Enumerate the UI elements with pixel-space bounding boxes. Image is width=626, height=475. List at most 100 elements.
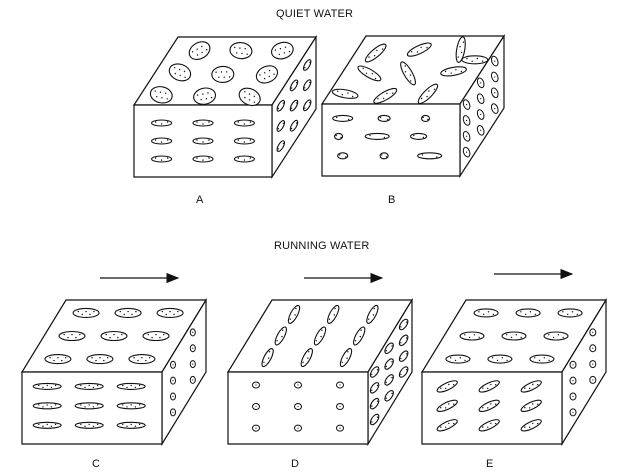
block-a-label: A (196, 194, 204, 206)
grain-side (590, 329, 596, 336)
grain-front (295, 425, 302, 431)
grain-side (171, 377, 176, 384)
grain-side (476, 125, 485, 136)
grain-top (460, 332, 484, 340)
grain-side (462, 99, 471, 110)
grain-top (149, 85, 174, 105)
grain-top (351, 326, 367, 347)
grain-front (117, 422, 145, 428)
grain-top (365, 304, 381, 325)
grain-front (520, 398, 543, 414)
grain-front (33, 383, 61, 389)
grain-side (398, 365, 410, 378)
grain-front (33, 403, 61, 409)
grain-front (234, 120, 254, 126)
grain-front (117, 403, 145, 409)
grain-side (490, 71, 499, 82)
grain-side (462, 115, 471, 126)
grain-side (369, 381, 381, 394)
grain-top (260, 347, 276, 368)
grain-side (276, 140, 286, 153)
grain-top (157, 308, 183, 317)
grain-top (544, 332, 568, 340)
grain-front (234, 138, 254, 144)
grain-top (167, 61, 193, 84)
grain-front (436, 417, 459, 433)
grain-top (455, 36, 467, 63)
block-c-label: C (92, 458, 100, 470)
grain-side (383, 373, 395, 386)
grain-side (369, 365, 381, 378)
grain-side (369, 397, 381, 410)
grain-top (440, 65, 467, 77)
grain-top (59, 332, 85, 341)
grain-top (273, 326, 289, 347)
grain-top (312, 326, 328, 347)
grain-side (289, 119, 299, 132)
grain-top (558, 309, 582, 317)
grain-top (530, 355, 554, 363)
grain-side (590, 376, 596, 383)
grain-top (516, 309, 540, 317)
grain-side (369, 413, 381, 426)
grain-front (152, 156, 172, 162)
grain-front (520, 379, 543, 395)
grain-front (33, 422, 61, 428)
grain-top (338, 347, 354, 368)
grain-side (490, 87, 499, 98)
grain-top (502, 332, 526, 340)
grain-side (171, 361, 176, 368)
grain-front (478, 398, 501, 414)
grain-front (75, 403, 103, 409)
grain-top (87, 355, 113, 364)
grain-side (383, 357, 395, 370)
grain-front (335, 133, 343, 139)
grain-front (295, 382, 302, 388)
grain-side (476, 93, 485, 104)
grain-front (75, 383, 103, 389)
grain-top (406, 40, 433, 58)
grain-front (436, 398, 459, 414)
block-d (228, 300, 412, 444)
grain-top (212, 66, 235, 83)
grain-side (476, 109, 485, 120)
grain-side (490, 55, 499, 66)
front-face (322, 104, 460, 176)
grain-top (229, 41, 253, 60)
grain-front (411, 133, 427, 139)
grain-top (416, 82, 440, 106)
grain-side (190, 329, 195, 336)
grain-top (488, 355, 512, 363)
grain-top (474, 309, 498, 317)
grain-front (193, 138, 213, 144)
grain-side (570, 393, 576, 400)
grain-top (186, 38, 213, 63)
grain-front (295, 404, 302, 410)
grain-front (337, 404, 344, 410)
grain-top (462, 56, 488, 64)
block-a (134, 37, 316, 177)
grain-front (193, 120, 213, 126)
grain-side (383, 389, 395, 402)
grain-front (152, 120, 172, 126)
grain-side (398, 350, 410, 363)
grain-top (270, 40, 296, 61)
grain-top (356, 63, 383, 83)
grain-side (302, 59, 312, 72)
grain-front (478, 379, 501, 395)
grain-front (253, 425, 260, 431)
grain-top (363, 42, 388, 65)
grain-side (276, 120, 286, 133)
grain-front (418, 153, 442, 159)
grain-top (143, 332, 169, 341)
grain-front (478, 417, 501, 433)
grain-front (253, 404, 260, 410)
grain-side (171, 409, 176, 416)
grain-side (383, 342, 395, 355)
grain-front (333, 115, 353, 121)
grain-front (338, 153, 348, 159)
grain-front (234, 156, 254, 162)
grain-top (101, 332, 127, 341)
grain-front (337, 425, 344, 431)
grain-side (490, 103, 499, 114)
